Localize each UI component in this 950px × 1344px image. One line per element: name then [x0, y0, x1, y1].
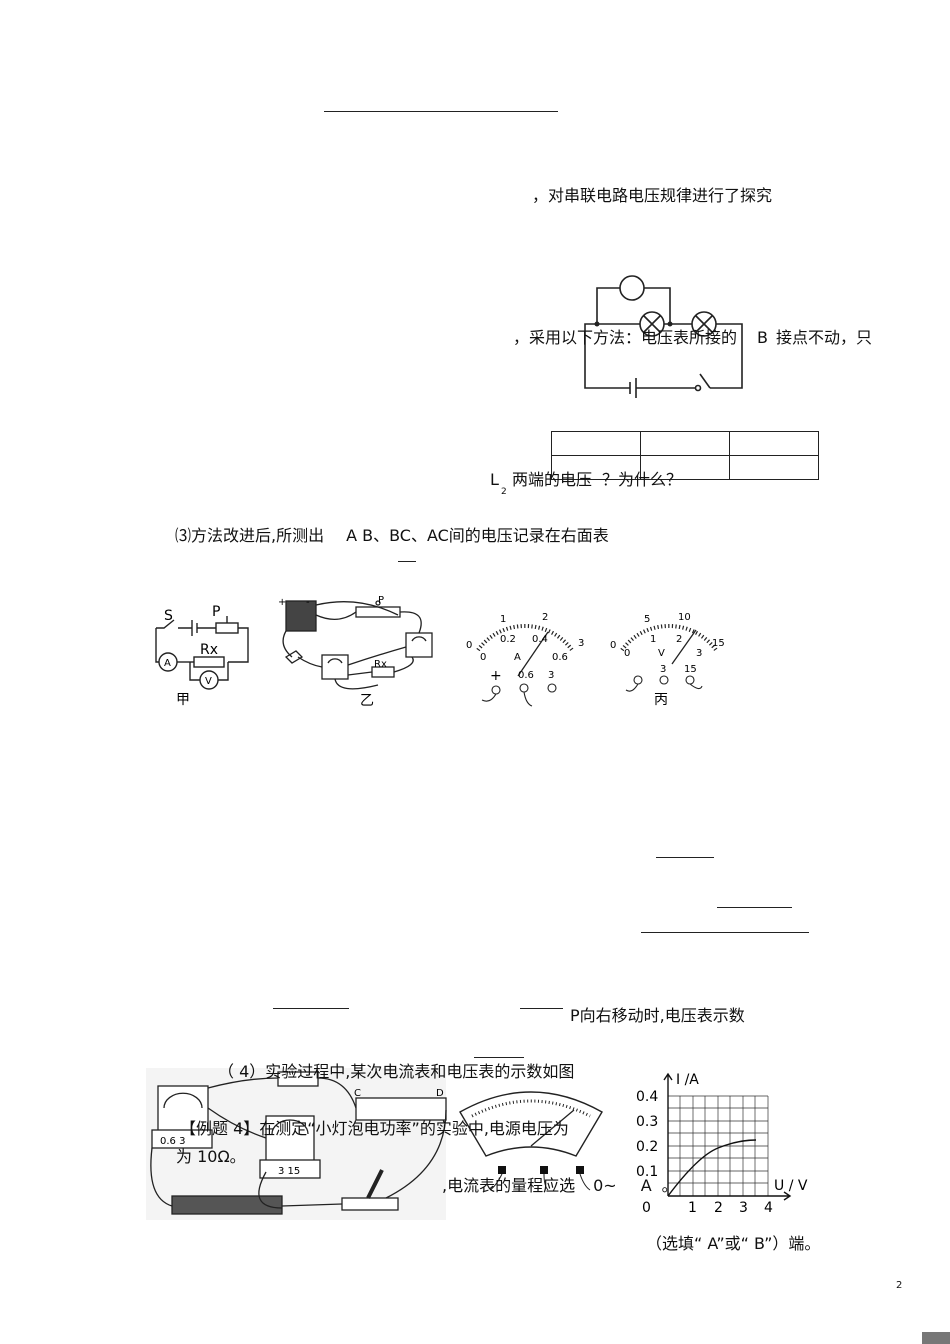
voltmeter-bottom-0: 0 [624, 648, 630, 659]
series-circuit-diagram [584, 275, 743, 398]
graph-x-tick: 4 [764, 1200, 773, 1216]
table-cell [551, 431, 641, 456]
text-line-2b: B [757, 328, 768, 347]
page-number: 2 [896, 1280, 903, 1291]
voltmeter-term-15: 15 [684, 664, 697, 675]
lamp-power-apparatus: 0.6 3 3 15 C D [146, 1068, 447, 1220]
blank-line-6 [474, 1057, 524, 1058]
iu-graph: I /A U / V 0.4 0.3 0.2 0.1 0 1 2 3 4 [636, 1072, 808, 1216]
blank-line-top [324, 111, 558, 112]
table-cell [729, 431, 819, 456]
voltmeter-term-3: 3 [660, 664, 666, 675]
ammeter-top-3: 3 [578, 638, 584, 649]
photo-label-p2: P [378, 595, 384, 606]
blank-line-short [398, 561, 416, 562]
text-line-4: ⑶方法改进后,所测出 A B、BC、AC间的电压记录在右面表 [175, 526, 609, 546]
voltmeter-bottom-1: 1 [650, 634, 656, 645]
voltmeter-dial: 0 5 10 15 0 1 2 3 V 3 15 丙 [610, 612, 725, 708]
page-corner-mark [922, 1332, 950, 1344]
graph-y-tick: 0.1 [636, 1164, 658, 1180]
text-line-9d: 。 [661, 1176, 678, 1195]
ammeter-bottom-0: 0 [480, 652, 486, 663]
blank-line-5 [520, 1008, 563, 1009]
graph-y-tick: 0.3 [636, 1114, 658, 1130]
photo-label-d: D [436, 1088, 444, 1099]
ammeter-term-3: 3 [548, 670, 554, 681]
meter-box-left-label: 0.6 3 [160, 1136, 185, 1147]
ammeter-bottom-3: 0.6 [552, 652, 568, 663]
graph-x-tick: 0 [642, 1200, 651, 1216]
battery-minus-sign: - [306, 597, 310, 608]
graph-x-tick: 1 [688, 1200, 697, 1216]
table-row [551, 431, 819, 456]
text-line-9: ,电流表的量程应选 0~ A 。 [442, 1176, 678, 1196]
graph-y-tick: 0.4 [636, 1089, 658, 1105]
text-line-2: ，采用以下方法：电压表所接的 B 接点不动，只 [513, 328, 872, 348]
text-line-9a: ,电流表的量程应选 [442, 1176, 576, 1195]
text-line-3b: ？为什么？ [602, 470, 683, 489]
text-line-3a: 两端的电压 [512, 470, 593, 489]
text-line-10: （选填“ A”或“ B”）端。 [646, 1234, 821, 1253]
circuit-label-s: S [164, 608, 173, 624]
graph-x-tick: 2 [714, 1200, 723, 1216]
text-line-4b: A B、BC、AC间的电压记录在右面表 [346, 526, 609, 545]
ammeter-top-2: 2 [542, 612, 548, 623]
ammeter-term-06: 0.6 [518, 670, 534, 681]
ammeter-top-1: 1 [500, 614, 506, 625]
text-line-3: 两端的电压 ？为什么？ [512, 470, 682, 490]
text-line-4a: ⑶方法改进后,所测出 [175, 526, 325, 545]
blank-line-2 [717, 907, 792, 908]
voltmeter-top-0: 0 [610, 640, 616, 651]
text-line-5: P向右移动时,电压表示数 [570, 1006, 745, 1025]
table-cell [640, 455, 730, 480]
text-line-3-sub: 2 [501, 487, 507, 497]
apparatus-sketch-yi: + - P Rx 乙 [278, 595, 433, 709]
text-line-6: （ 4）实验过程中,某次电流表和电压表的示数如图 [218, 1062, 575, 1081]
graph-x-tick: 3 [739, 1200, 748, 1216]
text-line-3-L: L [490, 470, 499, 489]
photo-label-c: C [354, 1088, 361, 1099]
blank-line-3 [641, 932, 809, 933]
voltmeter-bottom-3: 3 [696, 648, 702, 659]
ammeter-dial: 0 1 2 3 0 0.2 0.4 0.6 A + 0.6 3 [466, 612, 584, 707]
voltmeter-top-10: 10 [678, 612, 691, 623]
graph-y-label: I /A [676, 1072, 699, 1088]
circuit-diagram-jia: S P Rx A V 甲 [155, 604, 249, 708]
blank-line-4 [273, 1008, 349, 1009]
voltmeter-bottom-2: 2 [676, 634, 682, 645]
bottom-meter-dial [459, 1091, 603, 1191]
text-line-2a: ，采用以下方法：电压表所接的 [513, 328, 738, 347]
voltage-record-table [551, 431, 819, 480]
text-line-2c: 接点不动，只 [776, 328, 873, 347]
circuit-label-rx: Rx [200, 642, 218, 658]
photo-label-rx: Rx [374, 659, 387, 670]
battery-plus-sign: + [278, 597, 286, 608]
text-line-1: ，对串联电路电压规律进行了探究 [532, 186, 773, 205]
ammeter-bottom-2: 0.4 [532, 634, 548, 645]
ammeter-term-plus: + [490, 668, 502, 684]
circuit-label-v: V [205, 676, 212, 687]
text-line-7: 【例题 4】在测定“小灯泡电功率”的实验中,电源电压为 [180, 1119, 569, 1138]
blank-line-1 [656, 857, 714, 858]
figure-label-jia: 甲 [176, 692, 190, 708]
circuit-label-p: P [212, 604, 220, 620]
table-cell [729, 455, 819, 480]
text-line-9c: A [640, 1176, 652, 1195]
figure-label-yi: 乙 [360, 693, 374, 709]
graph-y-tick: 0.2 [636, 1139, 658, 1155]
circuit-label-a: A [164, 658, 171, 669]
text-line-9b: 0~ [593, 1176, 617, 1195]
table-cell [640, 431, 730, 456]
ammeter-unit: A [514, 652, 521, 663]
voltmeter-top-5: 5 [644, 614, 650, 625]
figure-label-bing: 丙 [654, 692, 668, 708]
voltmeter-unit: V [658, 648, 665, 659]
voltmeter-top-15: 15 [712, 638, 725, 649]
graph-x-label: U / V [774, 1178, 808, 1194]
ammeter-bottom-1: 0.2 [500, 634, 516, 645]
ammeter-top-0: 0 [466, 640, 472, 651]
meter-box-right-label: 3 15 [278, 1166, 300, 1177]
table-row [551, 455, 819, 480]
text-line-8: 为 10Ω。 [176, 1147, 246, 1166]
